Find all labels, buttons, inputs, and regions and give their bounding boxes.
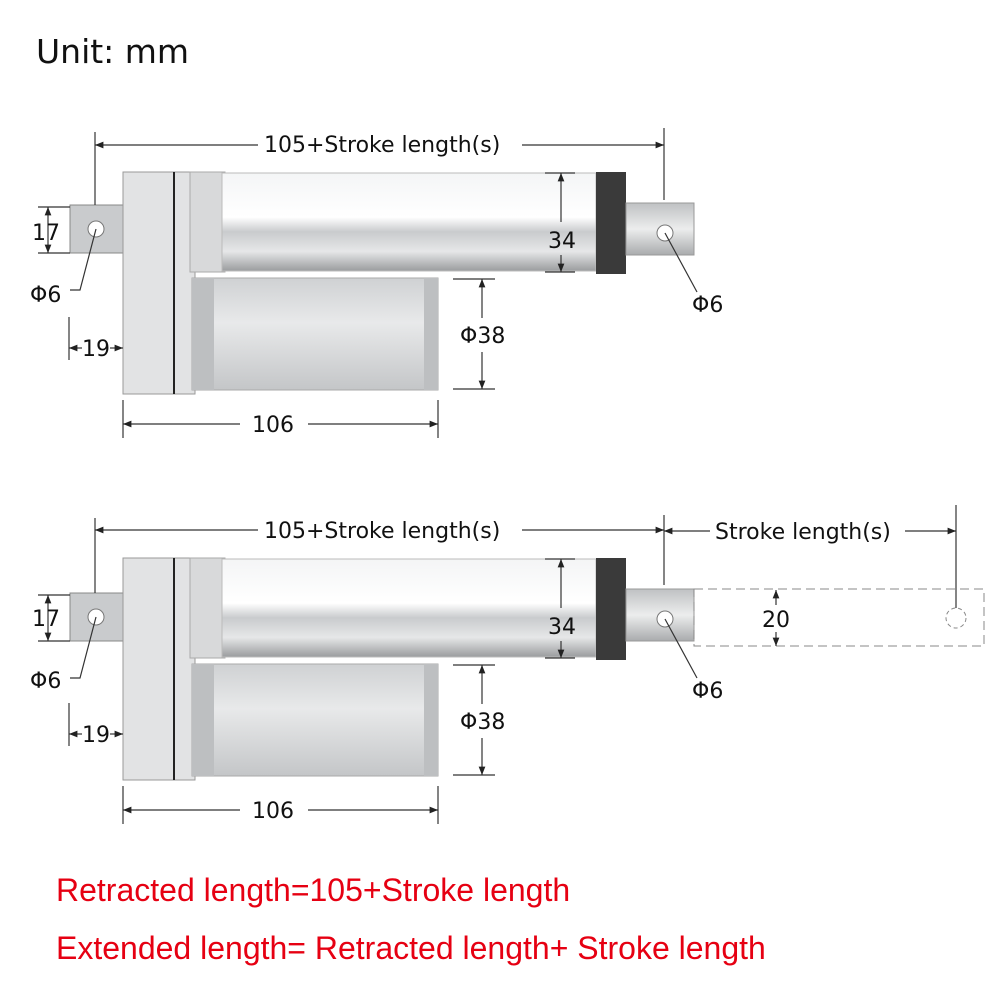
overall-length-label: 105+Stroke length(s) [264,519,500,544]
motor-length-label: 106 [252,799,294,824]
extended-actuator [69,557,985,781]
end-cap [596,172,626,274]
rear-hole-label: Φ6 [30,283,61,308]
bracket-offset-label: 19 [82,723,110,748]
extension-height-label: 20 [762,608,790,633]
rear-hole-label: Φ6 [30,669,61,694]
bracket-offset-label: 19 [82,337,110,362]
rod-diameter-label: 34 [548,229,576,254]
bracket-height-label: 17 [32,221,60,246]
extended-formula: Extended length= Retracted length+ Strok… [56,930,766,966]
retracted-formula: Retracted length=105+Stroke length [56,872,571,908]
extended-hole-icon [945,607,967,629]
extended-rod-outline [693,588,985,647]
bracket-height-label: 17 [32,607,60,632]
gearbox-housing [122,171,196,395]
stroke-length-label: Stroke length(s) [715,520,891,545]
motor-length-label: 106 [252,413,294,438]
retracted-dimensions [38,128,698,438]
motor-diameter-label: Φ38 [460,710,505,735]
motor-can [191,277,439,391]
rod-diameter-label: 34 [548,615,576,640]
overall-length-label: 105+Stroke length(s) [264,133,500,158]
extended-dimensions [38,505,957,824]
retracted-actuator [69,171,695,395]
front-hole-label: Φ6 [692,679,723,704]
motor-diameter-label: Φ38 [460,324,505,349]
outer-tube [221,172,597,272]
unit-label: Unit: mm [36,32,190,71]
front-hole-label: Φ6 [692,293,723,318]
